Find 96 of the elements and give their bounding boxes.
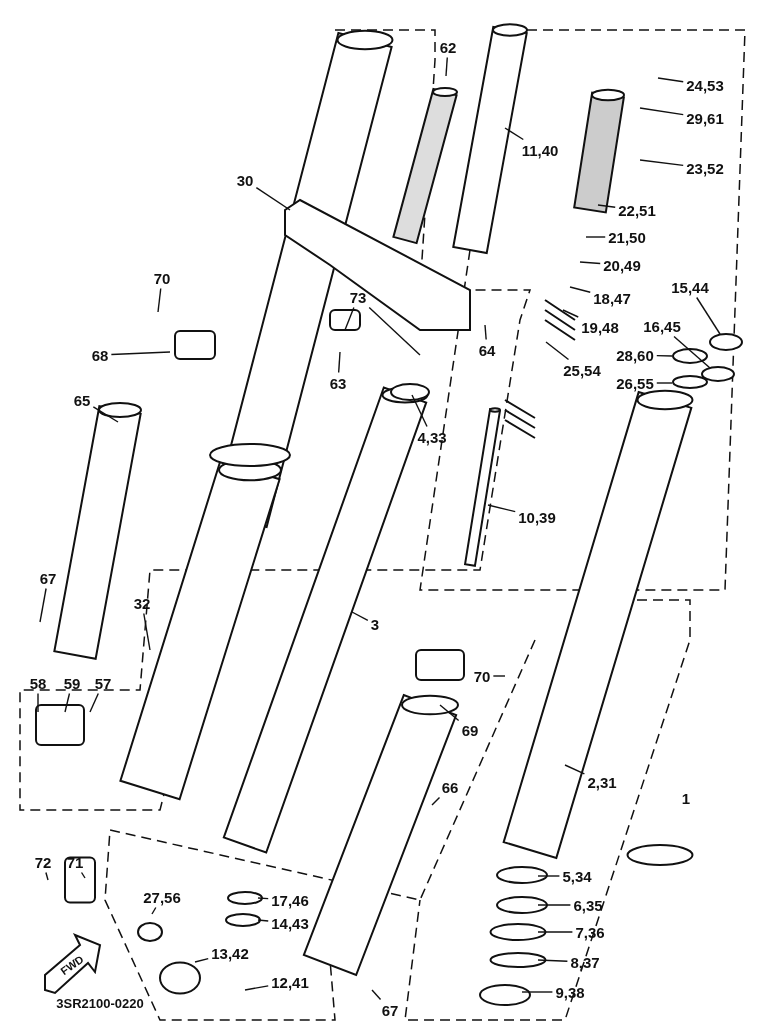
leader-line xyxy=(411,394,428,428)
callout-number: 24,53 xyxy=(686,77,724,93)
callout-number: 19,48 xyxy=(581,319,619,335)
leader-line xyxy=(64,692,71,713)
leader-line xyxy=(80,871,86,879)
callout-number: 17,46 xyxy=(271,892,309,908)
leader-line xyxy=(504,127,524,141)
leader-line xyxy=(157,287,162,313)
leader-line xyxy=(562,309,579,318)
leader-line xyxy=(639,159,684,166)
callout-number: 16,45 xyxy=(643,318,681,334)
leader-line xyxy=(194,957,209,963)
callout-number: 10,39 xyxy=(518,509,556,525)
leader-line xyxy=(244,985,269,991)
callout-number: 21,50 xyxy=(608,229,646,245)
leader-line xyxy=(487,504,516,513)
callout-number: 64 xyxy=(478,342,496,358)
callout-number: 29,61 xyxy=(686,110,724,126)
leader-line xyxy=(143,612,151,651)
leader-line xyxy=(338,351,341,374)
callout-number: 65 xyxy=(73,392,91,408)
leader-line xyxy=(89,692,99,713)
callout-number: 7,36 xyxy=(575,924,605,940)
leader-line xyxy=(521,991,554,993)
leader-line xyxy=(368,306,421,356)
callout-number: 5,34 xyxy=(562,868,592,884)
callout-number: 71 xyxy=(66,854,84,870)
leader-line xyxy=(585,236,606,238)
callout-number: 63 xyxy=(329,375,347,391)
leader-line xyxy=(39,587,47,623)
callout-number: 26,55 xyxy=(616,375,654,391)
leader-line xyxy=(639,107,684,116)
callout-number: 62 xyxy=(439,39,457,55)
callout-number: 23,52 xyxy=(686,160,724,176)
callout-number: 30 xyxy=(236,172,254,188)
leader-line xyxy=(151,906,157,915)
leader-line xyxy=(673,335,711,369)
leader-line xyxy=(255,186,291,211)
callout-number: 67 xyxy=(381,1002,399,1018)
callout-number: 15,44 xyxy=(671,279,709,295)
callout-number: 67 xyxy=(39,570,57,586)
leader-line xyxy=(371,989,382,1001)
callout-number: 32 xyxy=(133,595,151,611)
callout-number: 72 xyxy=(34,854,52,870)
leader-line xyxy=(257,919,269,922)
callout-number: 3 xyxy=(370,616,380,632)
callout-number: 8,37 xyxy=(570,954,600,970)
leader-line xyxy=(537,959,569,962)
callout-number: 20,49 xyxy=(603,257,641,273)
leader-line xyxy=(657,77,684,83)
leader-line xyxy=(579,261,601,265)
callout-number: 12,41 xyxy=(271,974,309,990)
leader-line xyxy=(537,904,572,906)
leader-line xyxy=(656,382,673,384)
leader-line xyxy=(37,692,39,713)
leader-line xyxy=(597,204,616,208)
callout-number: 70 xyxy=(473,668,491,684)
leader-line xyxy=(439,704,460,722)
leader-line xyxy=(351,611,369,621)
leader-line xyxy=(431,796,441,806)
callout-number: 14,43 xyxy=(271,915,309,931)
callout-number: 4,33 xyxy=(417,429,447,445)
callout-number: 58 xyxy=(29,675,47,691)
callout-number: 27,56 xyxy=(143,889,181,905)
drawing-code: 3SR2100-0220 xyxy=(56,995,144,1011)
leader-line xyxy=(257,897,269,900)
leader-line xyxy=(344,306,355,331)
callout-number: 22,51 xyxy=(618,202,656,218)
part-number: 1 xyxy=(681,789,691,807)
callout-number: 18,47 xyxy=(593,290,631,306)
leader-line xyxy=(656,354,673,357)
leader-line xyxy=(484,324,487,341)
leader-line xyxy=(492,675,506,677)
callout-number: 57 xyxy=(94,675,112,691)
leader-line xyxy=(696,296,721,335)
callout-number: 70 xyxy=(153,270,171,286)
callout-number: 25,54 xyxy=(563,362,601,378)
leader-line xyxy=(537,931,574,933)
leader-line xyxy=(537,875,561,877)
callout-number: 68 xyxy=(91,347,109,363)
callout-number: 2,31 xyxy=(587,774,617,790)
callout-number: 13,42 xyxy=(211,945,249,961)
leader-line xyxy=(564,764,586,775)
callout-number: 9,38 xyxy=(555,984,585,1000)
callout-number: 28,60 xyxy=(616,347,654,363)
callout-number: 6,35 xyxy=(573,897,603,913)
callout-number: 66 xyxy=(441,779,459,795)
callout-number: 11,40 xyxy=(521,142,559,158)
leader-line xyxy=(445,56,448,77)
leader-line xyxy=(569,286,591,293)
callout-number: 69 xyxy=(461,722,479,738)
callout-number: 59 xyxy=(63,675,81,691)
leader-line xyxy=(45,871,49,881)
leader-line xyxy=(110,351,171,356)
callout-number: 73 xyxy=(349,289,367,305)
leader-line xyxy=(545,341,570,361)
